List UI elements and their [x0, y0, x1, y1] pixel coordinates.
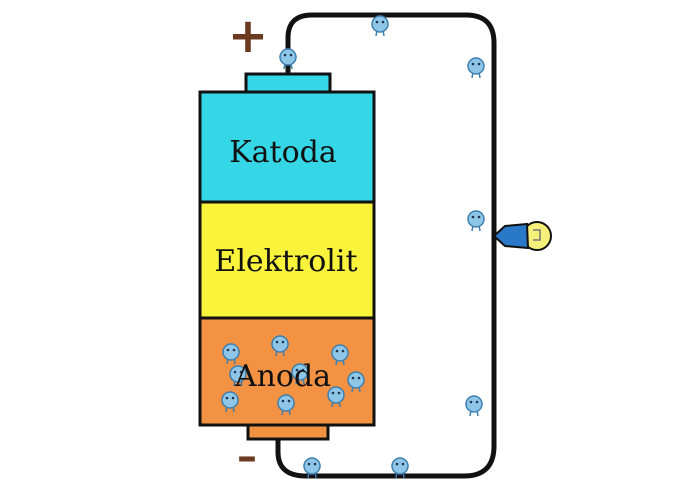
anode-electron-icon: [327, 386, 345, 408]
wire-electrons: [279, 15, 485, 479]
negative-sign: –: [237, 434, 257, 480]
anode-electron-icon: [222, 343, 240, 365]
anode-electron-icon: [277, 394, 295, 416]
anode-electron-icon: [331, 344, 349, 366]
anode-label: Anoda: [234, 359, 331, 394]
positive-sign: +: [228, 8, 268, 64]
bulb-filament: [533, 229, 541, 241]
wire-electron-icon: [391, 457, 409, 479]
wire-electron-icon: [465, 395, 483, 417]
wire-electron-icon: [467, 210, 485, 232]
wire-electron-icon: [279, 48, 297, 70]
anode-electron-icon: [229, 365, 247, 387]
anode-electron-icon: [221, 391, 239, 413]
anode-electrons: [221, 335, 365, 416]
cathode-layer: [198, 90, 376, 204]
light-bulb-icon: [492, 221, 552, 251]
cathode-label: Katoda: [229, 135, 337, 170]
anode-electron-icon: [347, 371, 365, 393]
wire-electron-icon: [467, 57, 485, 79]
anode-electron-icon: [291, 363, 309, 385]
electrolyte-label: Elektrolit: [214, 244, 357, 279]
anode-electron-icon: [271, 335, 289, 357]
bulb-base: [492, 222, 530, 250]
wire-electron-icon: [371, 15, 389, 37]
circuit-wire: [275, 12, 497, 479]
wire-electron-icon: [303, 457, 321, 479]
positive-terminal-cap: [244, 72, 332, 94]
